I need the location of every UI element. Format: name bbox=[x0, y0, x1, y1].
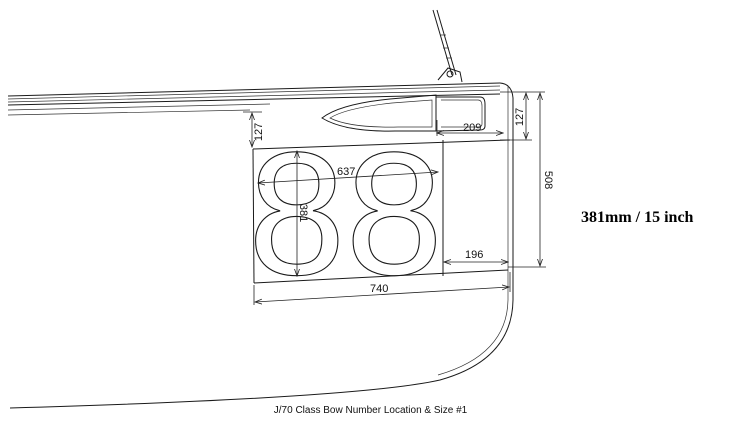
dim-209-label: 209 bbox=[463, 122, 481, 134]
number-panel-outline bbox=[252, 139, 511, 284]
dim-740: 740 bbox=[253, 272, 511, 305]
dim-637: 637 bbox=[258, 166, 438, 183]
dim-637-label: 637 bbox=[337, 166, 355, 178]
dim-508-label: 508 bbox=[542, 171, 554, 189]
dim-740-label: 740 bbox=[370, 283, 388, 295]
dim-127-right: 127 bbox=[500, 91, 545, 141]
dim-209: 209 bbox=[437, 120, 503, 136]
bow-number-text: 88 bbox=[248, 117, 443, 312]
dim-127-left: 127 bbox=[243, 111, 265, 147]
dim-196: 196 bbox=[444, 249, 508, 262]
hull-outline bbox=[7, 82, 514, 409]
forestay-fitting bbox=[432, 9, 463, 83]
bow-hatch bbox=[321, 94, 486, 132]
size-label: 381mm / 15 inch bbox=[581, 209, 694, 226]
caption: J/70 Class Bow Number Location & Size #1 bbox=[273, 405, 468, 416]
dim-127-left-label: 127 bbox=[253, 123, 265, 141]
dim-196-label: 196 bbox=[465, 249, 483, 261]
dim-127-right-label: 127 bbox=[514, 108, 526, 126]
dim-508: 508 bbox=[508, 93, 554, 268]
dim-381: 381 bbox=[297, 151, 309, 276]
dim-381-label: 381 bbox=[297, 204, 309, 222]
